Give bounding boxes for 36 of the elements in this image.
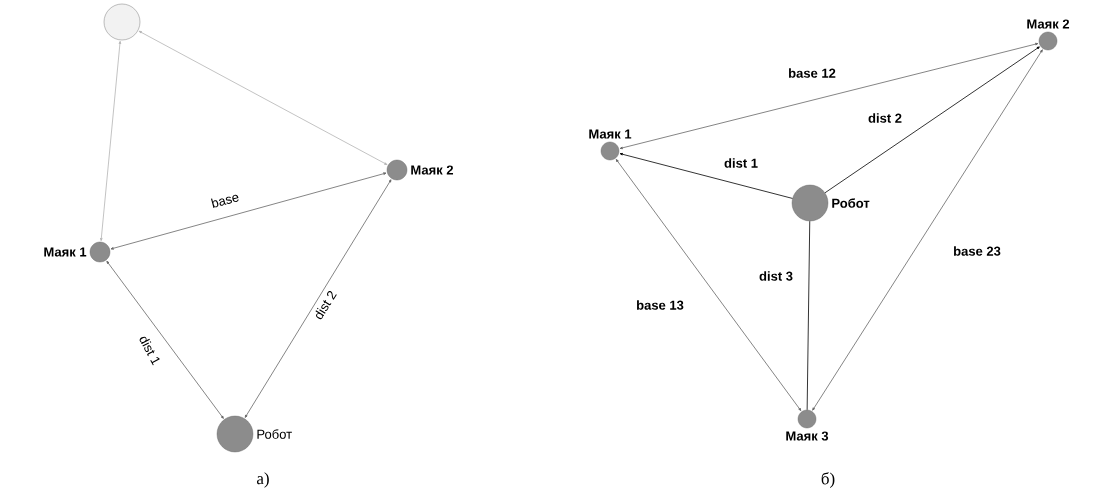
node-label: Маяк 2	[1027, 19, 1070, 29]
arrow	[244, 179, 392, 418]
node-label: Маяк 3	[786, 431, 829, 441]
beacon-node: Маяк 3	[786, 409, 829, 441]
beacon-node: Робот	[791, 184, 870, 222]
beacon-node: Робот	[216, 415, 292, 453]
panel-caption: а)	[257, 472, 269, 488]
node-label: Маяк 2	[411, 165, 454, 175]
beacon-node	[103, 3, 141, 41]
edge-label: base 13	[635, 299, 685, 311]
arrow	[138, 30, 388, 165]
arrow	[110, 172, 387, 250]
edge-label: dist 2	[867, 112, 903, 124]
arrow	[824, 46, 1040, 194]
node-label: Робот	[257, 429, 292, 439]
beacon-node: Маяк 2	[386, 159, 454, 181]
arrow	[619, 153, 793, 199]
node-label: Маяк 1	[589, 129, 632, 139]
edge-label: base 12	[787, 67, 837, 79]
arrow	[100, 40, 122, 242]
node-label: Маяк 1	[44, 247, 87, 257]
edge-label: base	[208, 190, 242, 210]
arrow	[615, 159, 802, 411]
node-label: Робот	[832, 198, 870, 208]
arrow	[619, 42, 1039, 150]
beacon-node: Маяк 1	[44, 241, 111, 263]
edge-label: dist 1	[137, 332, 163, 368]
arrow	[812, 49, 1043, 411]
beacon-node: Маяк 2	[1027, 19, 1070, 51]
arrow	[106, 260, 224, 419]
edge-label: dist 2	[311, 287, 339, 323]
beacon-node: Маяк 1	[589, 129, 632, 161]
panel-caption: б)	[821, 472, 835, 488]
edge-label: dist 1	[723, 157, 759, 169]
edge-label: base 23	[952, 245, 1002, 257]
edge-label: dist 3	[758, 270, 794, 282]
